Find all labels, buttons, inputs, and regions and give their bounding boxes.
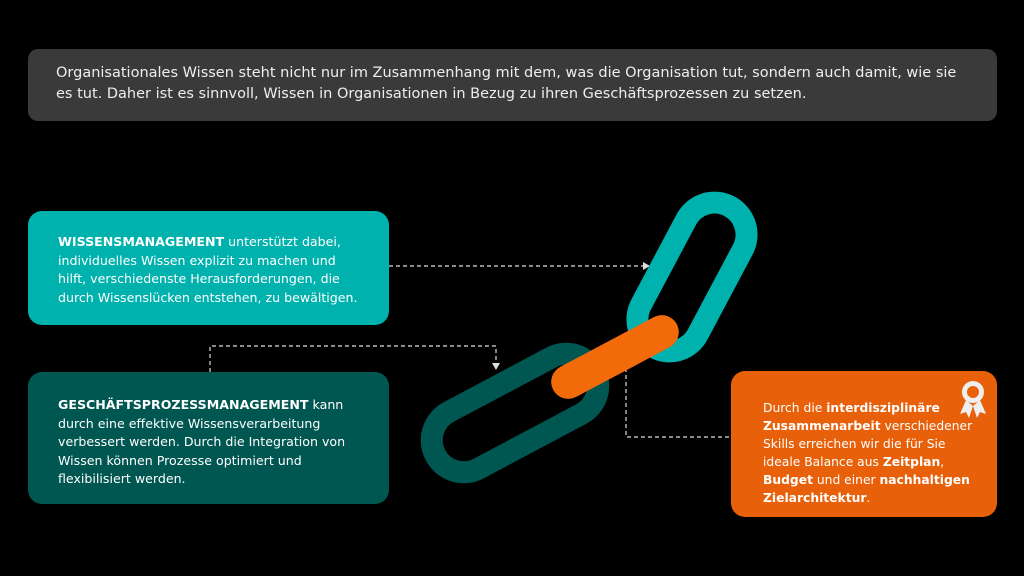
zielarchitektur-bold: nachhaltigen Zielarchitektur (763, 473, 970, 505)
wissensmanagement-box: WISSENSMANAGEMENT unterstützt dabei, ind… (28, 211, 389, 325)
wissensmanagement-text: unterstützt dabei, individuelles Wissen … (58, 234, 358, 305)
award-ribbon-icon (960, 381, 986, 418)
arrow-down-icon (492, 363, 500, 370)
zusammenarbeit-bold: interdisziplinäre Zusammenarbeit (763, 401, 940, 433)
intro-banner: Organisationales Wissen steht nicht nur … (28, 49, 997, 121)
chain-link-orange (551, 315, 679, 399)
arrow-right-icon (643, 262, 650, 270)
wissensmanagement-title: WISSENSMANAGEMENT (58, 234, 225, 249)
geschaeftsprozessmanagement-box: GESCHÄFTSPROZESSMANAGEMENT kann durch ei… (28, 372, 389, 504)
zusammenarbeit-text: und einer (812, 473, 880, 487)
zusammenarbeit-text: . (866, 491, 871, 505)
zusammenarbeit-text: verschiedener Skills erreichen wir die f… (763, 419, 973, 469)
zusammenarbeit-box: Durch die interdisziplinäre Zusammenarbe… (731, 371, 997, 517)
dashed-connectors (209, 265, 731, 438)
zeitplan-bold: Zeitplan (882, 455, 941, 469)
zusammenarbeit-text: , (940, 455, 945, 469)
intro-text: Organisationales Wissen steht nicht nur … (56, 65, 957, 102)
zusammenarbeit-text: Durch die (763, 401, 827, 415)
budget-bold: Budget (763, 473, 813, 487)
gpm-title: GESCHÄFTSPROZESSMANAGEMENT (58, 397, 309, 412)
gpm-text: kann durch eine effektive Wissensverarbe… (58, 397, 346, 486)
